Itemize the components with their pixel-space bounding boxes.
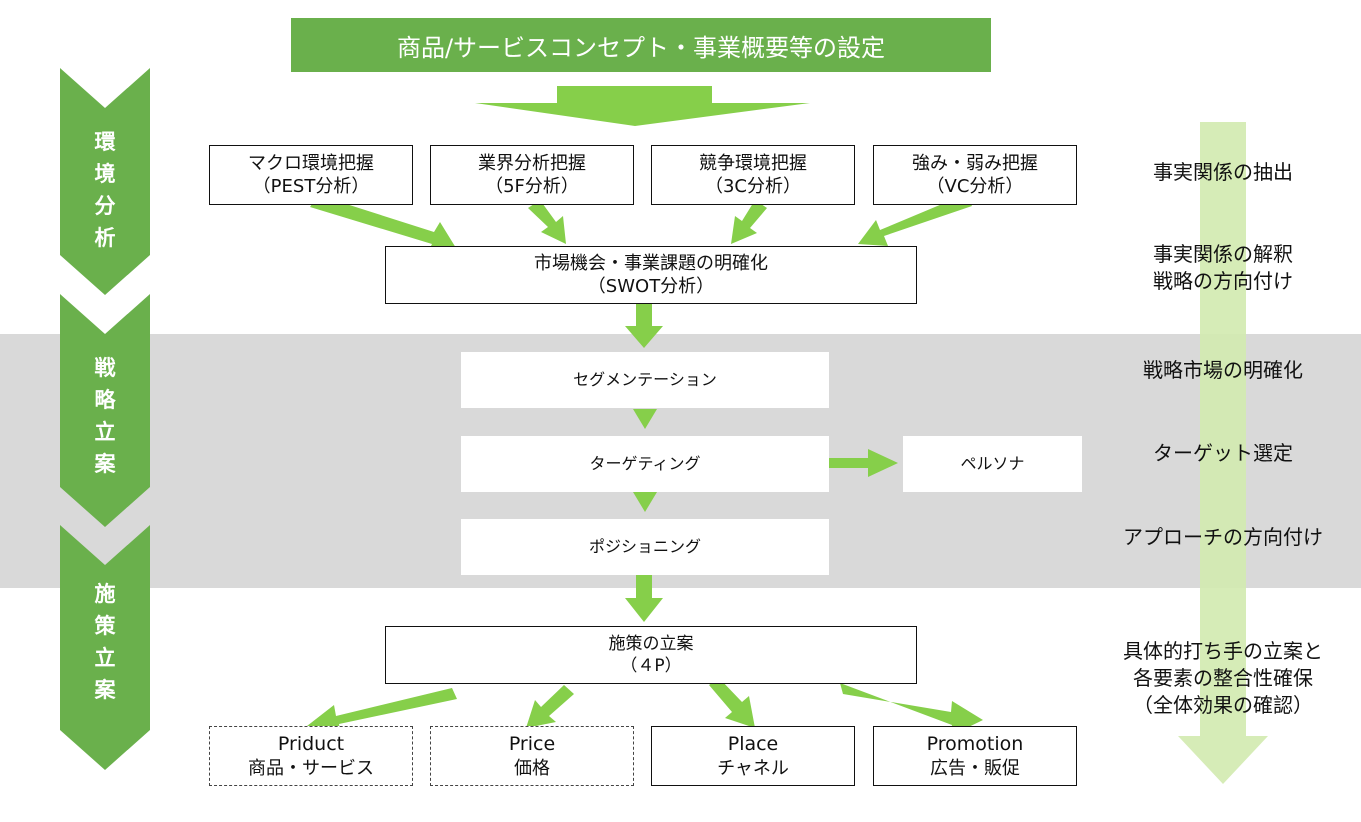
analysis-box-pest: マクロ環境把握（PEST分析）	[209, 145, 413, 205]
arrow-to-persona	[829, 449, 898, 477]
persona-box: ペルソナ	[903, 436, 1082, 492]
analysis-box-vc: 強み・弱み把握（VC分析）	[873, 145, 1077, 205]
measures-box: 施策の立案（４P）	[385, 626, 917, 684]
swot-box: 市場機会・事業課題の明確化（SWOT分析）	[385, 246, 917, 304]
label-fact-interpret: 事実関係の解釈戦略の方向付け	[1153, 242, 1293, 293]
analysis-box-3c: 競争環境把握（3C分析）	[651, 145, 855, 205]
targeting-box: ターゲティング	[461, 436, 829, 492]
analysis-box-5f: 業界分析把握（5F分析）	[430, 145, 634, 205]
label-market-clarify: 戦略市場の明確化	[1143, 358, 1303, 382]
phase-label-measures: 施策立案	[94, 582, 116, 702]
right-flow-arrow	[1178, 122, 1268, 784]
vertical-arrows	[625, 304, 663, 622]
phase-chevron-analysis	[60, 68, 150, 295]
label-fact-extract: 事実関係の抽出	[1153, 160, 1293, 184]
label-approach: アプローチの方向付け	[1123, 525, 1323, 549]
arrows-to-swot	[310, 194, 972, 254]
banner-down-arrow	[475, 86, 810, 126]
label-plan: 具体的打ち手の立案と各要素の整合性確保（全体効果の確認）	[1123, 639, 1323, 717]
phase-chevron-measures	[60, 525, 150, 770]
phase-label-strategy: 戦略立案	[94, 356, 116, 476]
banner-bg	[291, 18, 991, 72]
arrows-to-4p	[307, 678, 983, 736]
phase-chevron-strategy	[60, 294, 150, 527]
label-target-select: ターゲット選定	[1153, 441, 1293, 465]
banner-title: 商品/サービスコンセプト・事業概要等の設定	[396, 33, 886, 62]
positioning-box: ポジショニング	[461, 519, 829, 575]
phase-label-analysis: 環境分析	[94, 130, 116, 250]
segmentation-box: セグメンテーション	[461, 352, 829, 408]
